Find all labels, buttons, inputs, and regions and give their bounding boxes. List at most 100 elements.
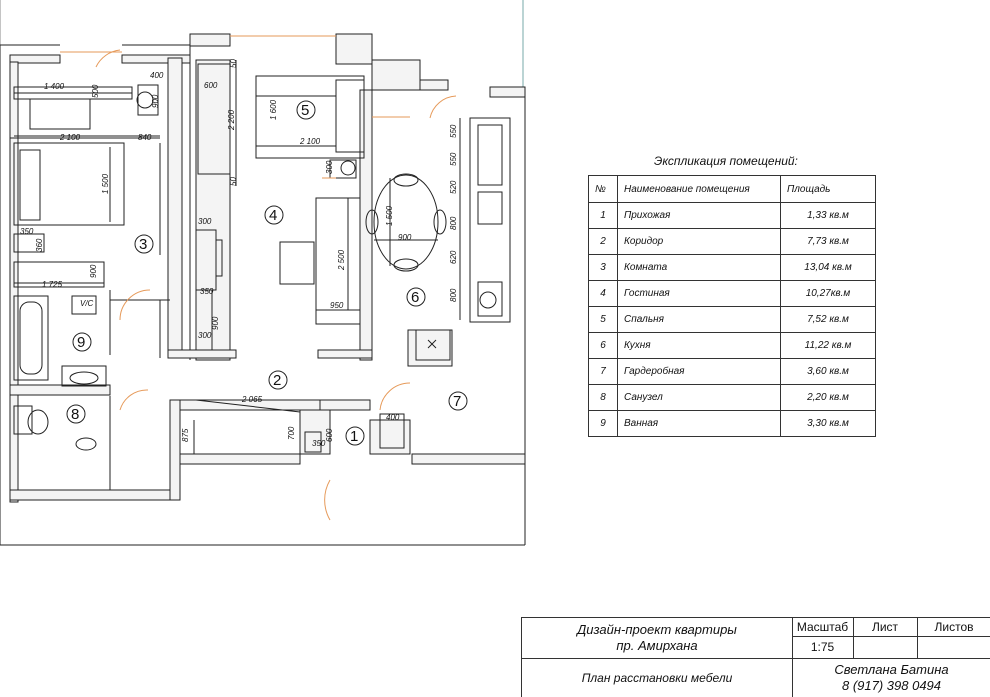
sheets-label: Листов [934,620,974,634]
dimension-label: 2 100 [59,133,81,142]
room-name-cell: Коридор [617,228,781,255]
dimension-label: 900 [89,264,98,278]
legend-title: Экспликация помещений: [654,154,798,168]
dimension-label: 520 [449,180,458,194]
dimension-label: 1 400 [44,82,65,91]
room-area-cell: 13,04 кв.м [780,254,876,281]
room-number: 2 [273,372,281,389]
dimension-label: 950 [330,301,344,310]
dimension-label: 800 [449,216,458,230]
room-number: 7 [453,393,461,410]
room-number-cell: 8 [588,384,618,411]
room-name-cell: Прихожая [617,202,781,229]
project-address: пр. Амирхана [616,638,698,653]
dimension-label: 300 [325,160,334,174]
scale-label: Масштаб [796,620,849,634]
room-area-cell: 7,52 кв.м [780,306,876,333]
room-name-cell: Кухня [617,332,781,359]
dimension-label: 300 [198,217,212,226]
dimension-label: 900 [211,316,220,330]
room-number-cell: 6 [588,332,618,359]
dimension-label: 620 [449,250,458,264]
legend-header-area: Площадь [780,175,876,203]
dimension-label: 900 [151,94,160,108]
room-number: 9 [77,334,85,351]
room-area-cell: 2,20 кв.м [780,384,876,411]
dimension-label: 2 500 [337,249,346,271]
dimension-label: 550 [449,152,458,166]
room-name-cell: Комната [617,254,781,281]
room-name-cell: Санузел [617,384,781,411]
room-number: 6 [411,289,419,306]
scale-value: 1:75 [810,640,835,654]
dimension-label: 1 725 [42,280,63,289]
dimension-label: 500 [91,84,100,98]
dimension-label: 350 [20,227,34,236]
room-name-cell: Гостиная [617,280,781,307]
room-name-cell: Ванная [617,410,781,437]
author-name: Светлана Батина [834,661,949,677]
dimension-label: 400 [386,413,400,422]
legend-header-row: № Наименование помещения Площадь [588,175,876,203]
dimension-label: 550 [449,124,458,138]
dimension-labels: 400 1 400 500 900 2 100 840 1 500 350 36… [20,59,458,448]
room-number-cell: 4 [588,280,618,307]
dimension-label: 2 065 [241,395,263,404]
dimension-label: 50 [229,177,238,186]
dimension-label: 700 [287,426,296,440]
room-number: 3 [139,236,147,253]
dimension-label: 1 500 [385,205,394,226]
room-area-cell: 10,27кв.м [780,280,876,307]
room-number-cell: 9 [588,410,618,437]
sheet-label: Лист [871,620,899,634]
room-number: 8 [71,406,79,423]
room-number-cell: 7 [588,358,618,385]
title-block: Дизайн-проект квартиры пр. Амирхана Масш… [521,617,990,697]
dimension-label: 1 500 [101,173,110,194]
project-name: Дизайн-проект квартиры [577,622,737,637]
dimension-label: 350 [312,439,326,448]
room-area-cell: 11,22 кв.м [780,332,876,359]
room-number-cell: 1 [588,202,618,229]
dimension-label: 300 [198,331,212,340]
room-name-cell: Гардеробная [617,358,781,385]
dimension-label: 800 [449,288,458,302]
room-area-cell: 7,73 кв.м [780,228,876,255]
room-number: 4 [269,207,277,224]
room-number: 1 [350,428,358,445]
room-number-cell: 3 [588,254,618,281]
dimension-label: 360 [35,238,44,252]
room-name-cell: Спальня [617,306,781,333]
dimension-label: 50 [229,59,238,68]
author-phone: 8 (917) 398 0494 [841,677,942,693]
room-area-cell: 3,30 кв.м [780,410,876,437]
fixture-label: V/C [80,299,94,308]
legend-header-number: № [588,175,618,203]
dimension-label: 400 [150,71,164,80]
dimension-label: 2 100 [299,137,321,146]
room-number-cell: 5 [588,306,618,333]
room-number: 5 [301,102,309,119]
legend-header-name: Наименование помещения [617,175,781,203]
dimension-label: 600 [325,428,334,442]
dimension-label: 1 600 [269,99,278,120]
dimension-label: 875 [181,428,190,442]
dimension-label: 600 [204,81,218,90]
dimension-label: 2 200 [227,109,236,131]
dimension-label: 350 [200,287,214,296]
drawing-title: План расстановки мебели [581,670,733,685]
room-number-cell: 2 [588,228,618,255]
dimension-label: 900 [398,233,412,242]
dimension-label: 840 [138,133,152,142]
room-area-cell: 3,60 кв.м [780,358,876,385]
